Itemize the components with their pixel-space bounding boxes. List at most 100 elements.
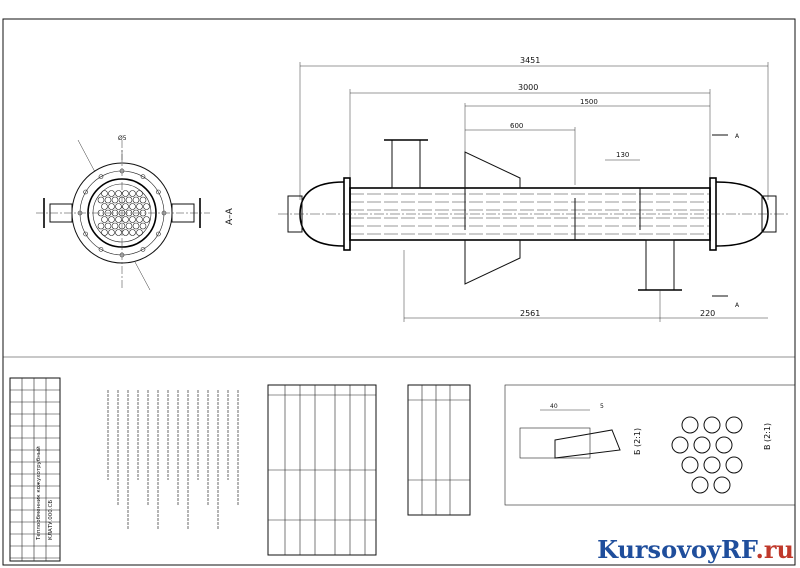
bottom-nozzle bbox=[645, 239, 675, 291]
detail-tube bbox=[671, 436, 689, 454]
detail-tube bbox=[691, 476, 709, 494]
specification-table bbox=[267, 384, 377, 556]
tube-circle bbox=[136, 203, 143, 210]
bolt-holes bbox=[77, 168, 167, 258]
bolt-hole bbox=[98, 247, 104, 252]
section-view-a-a: Ø5 А–А bbox=[36, 135, 235, 291]
main-view: 3451 3000 1500 600 130 bbox=[278, 56, 790, 322]
detail-tube bbox=[703, 456, 721, 474]
tube-circle bbox=[97, 222, 105, 230]
title-block-frame bbox=[9, 377, 61, 562]
nozzle-table-grid bbox=[408, 385, 470, 515]
bolt-hole bbox=[83, 231, 88, 237]
tube-circle bbox=[136, 229, 143, 236]
nozzle-table-frame bbox=[407, 384, 471, 516]
tube-circle bbox=[115, 203, 122, 210]
detail-tube bbox=[693, 436, 711, 454]
detail-tube bbox=[681, 416, 699, 434]
bolt-hole bbox=[140, 247, 146, 252]
watermark: KursovoyRF.ru bbox=[597, 538, 794, 562]
title-block: КЛАТУ.000.СБ Теплообменник кожухотрубный bbox=[9, 377, 61, 562]
tube-circle bbox=[104, 222, 112, 230]
tube-circle bbox=[129, 190, 136, 197]
tube-circle bbox=[129, 229, 136, 236]
sheet-frame bbox=[2, 18, 796, 566]
detail-v-tubes bbox=[671, 416, 743, 494]
tube-circle bbox=[111, 222, 119, 230]
detail-b: 40 5 Б (2:1) bbox=[519, 403, 642, 459]
bolt-hole bbox=[83, 189, 88, 195]
detail-tube bbox=[713, 476, 731, 494]
tube-circle bbox=[136, 216, 143, 223]
tube-circle bbox=[111, 196, 119, 204]
watermark-brand: KursovoyRF bbox=[597, 535, 756, 564]
tube-circle bbox=[122, 216, 129, 223]
bolt-hole bbox=[156, 189, 161, 195]
tube-circle bbox=[122, 203, 129, 210]
drawing-number: КЛАТУ.000.СБ bbox=[48, 500, 54, 540]
saddle-support-top bbox=[464, 151, 521, 188]
spec-table-grid bbox=[268, 385, 376, 555]
detail-v: В (2:1) bbox=[671, 416, 772, 494]
detail-b-dim-1: 40 bbox=[550, 403, 558, 410]
dim-partial: 130 bbox=[616, 151, 629, 159]
dim-shell-length: 3000 bbox=[518, 83, 538, 92]
tube-circle bbox=[143, 216, 150, 223]
detail-b-weld bbox=[554, 429, 621, 459]
dim-baffle-span: 600 bbox=[510, 122, 523, 130]
nozzle-table bbox=[407, 384, 471, 516]
detail-tube bbox=[725, 456, 743, 474]
tube-circle bbox=[108, 216, 115, 223]
leader-2 bbox=[134, 261, 151, 291]
tube-circle bbox=[132, 222, 140, 230]
tube-circle bbox=[136, 190, 143, 197]
leader-1 bbox=[77, 139, 96, 173]
detail-v-label: В (2:1) bbox=[763, 423, 772, 450]
tube-circle bbox=[122, 229, 129, 236]
dim-half-span: 1500 bbox=[580, 98, 598, 106]
dim-bottom-left: 2561 bbox=[520, 309, 540, 318]
detail-tube bbox=[715, 436, 733, 454]
tube-circle bbox=[129, 216, 136, 223]
bolt-hole bbox=[98, 174, 104, 179]
tube-circle bbox=[101, 216, 108, 223]
title-block-grid bbox=[10, 378, 60, 561]
tube-circle bbox=[108, 229, 115, 236]
cut-mark-bottom: А bbox=[735, 302, 740, 309]
tube-circle bbox=[108, 190, 115, 197]
top-nozzle bbox=[391, 139, 421, 189]
tube-circle bbox=[132, 196, 140, 204]
section-label-a-a: А–А bbox=[225, 207, 235, 225]
tube-circle bbox=[115, 229, 122, 236]
cut-mark-top: А bbox=[735, 133, 740, 140]
dim-bottom-right: 220 bbox=[700, 309, 715, 318]
tube-circle bbox=[122, 190, 129, 197]
detail-tube bbox=[725, 416, 743, 434]
detail-tube bbox=[681, 456, 699, 474]
section-dim-top: Ø5 bbox=[118, 135, 127, 142]
saddle-support-bottom bbox=[464, 240, 521, 285]
detail-b-dim-2: 5 bbox=[600, 403, 604, 410]
tube-circle bbox=[125, 222, 133, 230]
dim-total-length: 3451 bbox=[520, 56, 540, 65]
tube-lines bbox=[350, 193, 710, 235]
tube-circle bbox=[108, 203, 115, 210]
tube-circle bbox=[139, 222, 147, 230]
tube-circle bbox=[101, 229, 108, 236]
tube-circle bbox=[125, 196, 133, 204]
detail-frame bbox=[504, 384, 796, 506]
bolt-hole bbox=[156, 231, 161, 237]
tube-circle bbox=[115, 190, 122, 197]
tube-circle bbox=[143, 203, 150, 210]
tube-circle bbox=[129, 203, 136, 210]
drawing-title: Теплообменник кожухотрубный bbox=[35, 446, 42, 541]
detail-tube bbox=[703, 416, 721, 434]
tube-circle bbox=[101, 190, 108, 197]
tube-circle bbox=[97, 196, 105, 204]
tube-circle bbox=[104, 196, 112, 204]
watermark-tld: .ru bbox=[755, 535, 794, 564]
tube-circle bbox=[101, 203, 108, 210]
bolt-hole bbox=[140, 174, 146, 179]
tube-circle bbox=[139, 196, 147, 204]
